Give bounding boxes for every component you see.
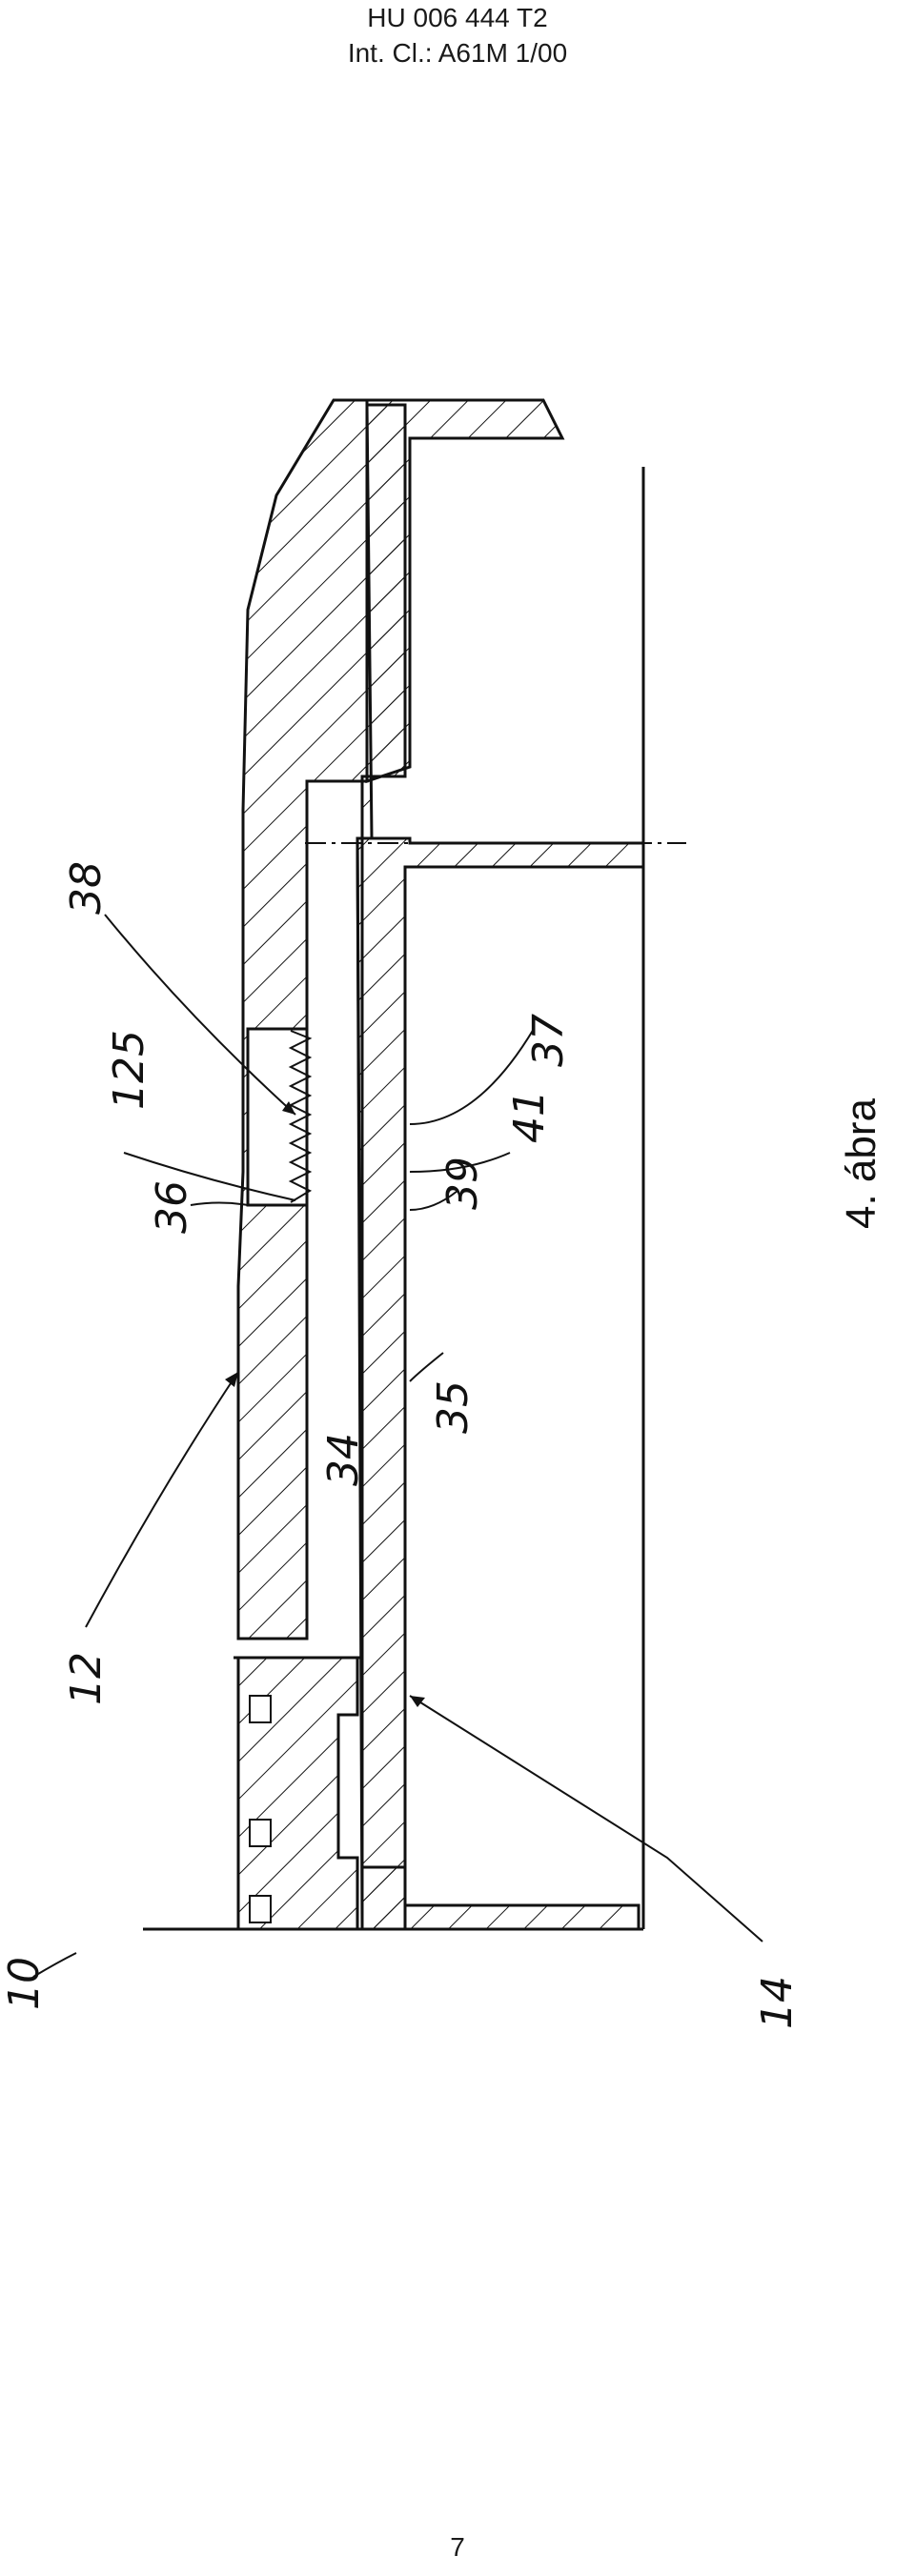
ref-label-125: 125 (105, 1030, 153, 1110)
ref-label-10: 10 (0, 1957, 49, 2010)
ref-label-39: 39 (438, 1157, 487, 1210)
connector-notch (249, 1819, 272, 1847)
arrowhead-14 (410, 1696, 425, 1707)
ref-label-35: 35 (429, 1380, 478, 1434)
inner-channel-wall (356, 836, 645, 1931)
ref-label-37: 37 (524, 1014, 573, 1067)
leader-125 (123, 1152, 296, 1201)
ref-label-41: 41 (505, 1090, 554, 1143)
leader-39 (409, 1190, 458, 1211)
leader-10 (32, 1952, 77, 1978)
connector-notch (249, 1695, 272, 1723)
leader-12 (85, 1371, 239, 1628)
membrane-38 (288, 1030, 313, 1203)
arrowhead-12 (225, 1372, 238, 1387)
arrowhead-38 (282, 1101, 295, 1115)
patent-number: HU 006 444 T2 (367, 3, 548, 32)
connector-notch (249, 1895, 272, 1923)
leader-14 (409, 1695, 763, 1942)
membrane-chamber (246, 1027, 309, 1207)
page-number: 7 (450, 2532, 465, 2562)
leader-37 (409, 1028, 535, 1125)
ref-label-12: 12 (62, 1652, 111, 1705)
classification-code: Int. Cl.: A61M 1/00 (347, 38, 568, 68)
leader-38 (104, 914, 296, 1116)
figure-caption: 4. ábra (838, 1097, 884, 1229)
page-header: HU 006 444 T2 Int. Cl.: A61M 1/00 (0, 0, 915, 70)
ref-label-38: 38 (62, 861, 111, 915)
leader-36 (190, 1201, 249, 1206)
ref-label-36: 36 (148, 1180, 196, 1234)
leader-35 (409, 1352, 444, 1382)
leader-41 (409, 1152, 511, 1173)
ref-label-14: 14 (753, 1976, 802, 2029)
ref-label-34: 34 (319, 1433, 368, 1486)
